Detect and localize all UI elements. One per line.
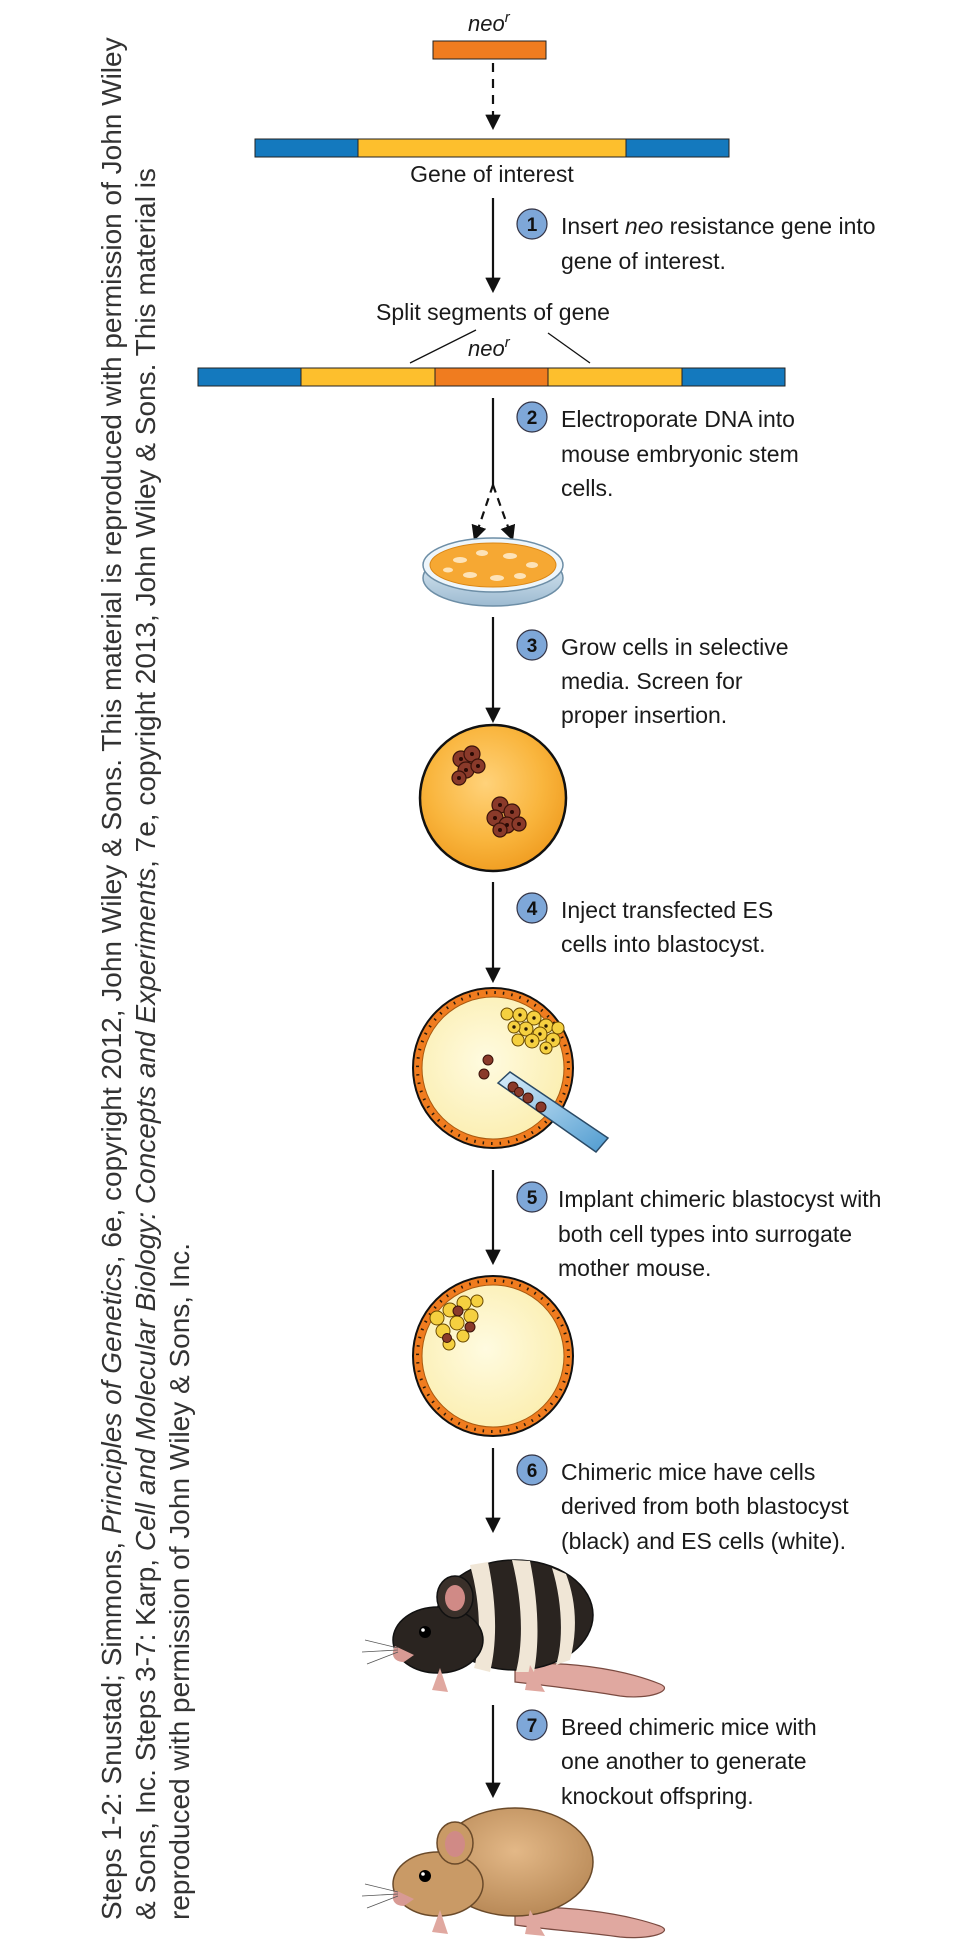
step-2: 2 Electroporate DNA into mouse embryonic… (516, 401, 799, 501)
step-7-number: 7 (527, 1716, 538, 1737)
step-6-badge (516, 1454, 548, 1486)
step-7-text-line-1: Breed chimeric mice with (561, 1714, 817, 1740)
split-gene-bar (197, 367, 786, 387)
step-1-text-line-1: Insert neo resistance gene into (561, 213, 876, 239)
step-4-text-line-1: Inject transfected ES (561, 897, 773, 923)
step-2-badge (516, 401, 548, 433)
chimeric-mouse-illustration (361, 1559, 666, 1698)
split-line-left (409, 329, 477, 364)
step-3-text-line-3: proper insertion. (561, 702, 727, 728)
step-6: 6 Chimeric mice have cells derived from … (516, 1454, 849, 1554)
step-2-text-line-1: Electroporate DNA into (561, 406, 795, 432)
split-line-right (547, 332, 591, 364)
dashed-arrow-2a (471, 484, 495, 541)
step-1: 1 Insert neo resistance gene into gene o… (516, 208, 876, 274)
gene-of-interest-label: Gene of interest (410, 161, 574, 187)
gene-of-interest-bar (254, 138, 730, 158)
step-3: 3 Grow cells in selective media. Screen … (516, 629, 789, 728)
step-2-text-line-2: mouse embryonic stem (561, 441, 799, 467)
neo-label: neor (468, 9, 511, 36)
step-6-text-line-1: Chimeric mice have cells (561, 1459, 815, 1485)
step-5-text-line-1: Implant chimeric blastocyst with (558, 1186, 881, 1212)
blastocyst-injection (412, 987, 610, 1154)
step-4-number: 4 (527, 899, 538, 920)
petri-dish (422, 537, 564, 607)
step-7-text-line-3: knockout offspring. (561, 1783, 754, 1809)
step-7-text-line-2: one another to generate (561, 1748, 807, 1774)
dashed-arrow-2b (491, 484, 516, 541)
step-4-badge (516, 892, 548, 924)
step-1-number: 1 (527, 215, 538, 236)
step-5: 5 Implant chimeric blastocyst with both … (516, 1181, 881, 1281)
step-2-text-line-3: cells. (561, 475, 613, 501)
step-7-badge (516, 1709, 548, 1741)
neo-segment (432, 40, 547, 60)
split-segments-label: Split segments of gene (376, 299, 610, 325)
step-2-number: 2 (527, 408, 538, 429)
neo-insert-label: neor (468, 334, 511, 361)
step-1-badge (516, 208, 548, 240)
step-3-text-line-2: media. Screen for (561, 668, 743, 694)
step-5-text-line-3: mother mouse. (558, 1255, 711, 1281)
step-5-number: 5 (527, 1188, 538, 1209)
chimeric-blastocyst (412, 1275, 574, 1437)
knockout-mouse-illustration (361, 1807, 666, 1939)
step-4: 4 Inject transfected ES cells into blast… (516, 892, 773, 957)
step-4-text-line-2: cells into blastocyst. (561, 931, 766, 957)
step-5-badge (516, 1181, 548, 1213)
step-5-text-line-2: both cell types into surrogate (558, 1221, 852, 1247)
step-3-badge (516, 629, 548, 661)
step-6-text-line-3: (black) and ES cells (white). (561, 1528, 846, 1554)
es-cell-colony (418, 723, 568, 873)
step-7: 7 Breed chimeric mice with one another t… (516, 1709, 817, 1809)
step-6-text-line-2: derived from both blastocyst (561, 1493, 849, 1519)
step-1-text-line-2: gene of interest. (561, 248, 726, 274)
step-3-text-line-1: Grow cells in selective (561, 634, 789, 660)
step-6-number: 6 (527, 1461, 538, 1482)
step-3-number: 3 (527, 636, 538, 657)
